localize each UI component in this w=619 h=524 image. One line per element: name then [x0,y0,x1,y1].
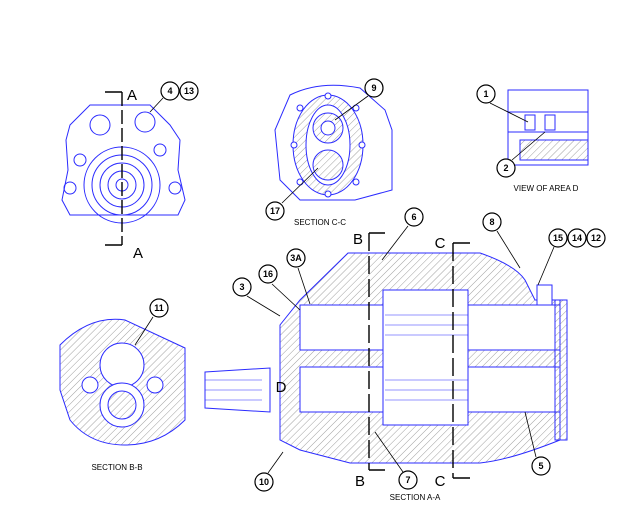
svg-text:12: 12 [591,233,601,243]
caption-view-area-d: VIEW OF AREA D [514,184,579,193]
front-view [61,91,186,246]
callout-1: 1 [476,84,496,104]
section-letter-a-top: A [127,87,137,104]
section-letter-c-bottom: C [435,473,446,490]
callout-9: 9 [364,78,384,98]
svg-text:16: 16 [263,269,273,279]
callout-2: 2 [496,158,516,178]
callout-5: 5 [531,456,551,476]
section-letter-a-bottom: A [133,245,143,262]
callout-6: 6 [404,207,424,227]
section-letter-c-top: C [435,235,446,252]
callout-16: 16 [258,264,278,284]
callout-4: 4 [160,81,180,101]
svg-text:3A: 3A [290,253,302,263]
callout-15: 15 [548,228,568,248]
svg-text:14: 14 [572,233,582,243]
callout-11: 11 [149,298,169,318]
svg-text:1: 1 [483,89,488,99]
svg-text:5: 5 [538,461,543,471]
svg-text:15: 15 [553,233,563,243]
caption-section-aa: SECTION A-A [390,493,441,502]
svg-text:10: 10 [259,477,269,487]
caption-section-bb: SECTION B-B [91,463,142,472]
section-cc-view [274,84,393,201]
section-aa-view [204,232,568,479]
callout-8: 8 [482,212,502,232]
svg-text:9: 9 [371,83,376,93]
svg-text:6: 6 [411,212,416,222]
section-letter-b-top: B [353,231,363,248]
svg-text:13: 13 [184,86,194,96]
section-letter-b-bottom: B [355,473,365,490]
callout-10: 10 [254,472,274,492]
callout-3a: 3A [286,248,306,268]
svg-text:3: 3 [239,282,244,292]
callout-12: 12 [586,228,606,248]
section-bb-view [59,318,186,446]
svg-text:2: 2 [503,163,508,173]
view-area-d [507,89,589,166]
svg-text:7: 7 [405,475,410,485]
callout-7: 7 [398,470,418,490]
svg-text:11: 11 [154,303,164,313]
section-letter-d: D [276,379,287,396]
callout-14: 14 [567,228,587,248]
callout-13: 13 [179,81,199,101]
callout-17: 17 [265,201,285,221]
svg-text:4: 4 [167,86,172,96]
caption-section-cc: SECTION C-C [294,218,346,227]
callout-3: 3 [232,277,252,297]
svg-text:17: 17 [270,206,280,216]
leader-lines [134,95,555,474]
svg-text:8: 8 [489,217,494,227]
